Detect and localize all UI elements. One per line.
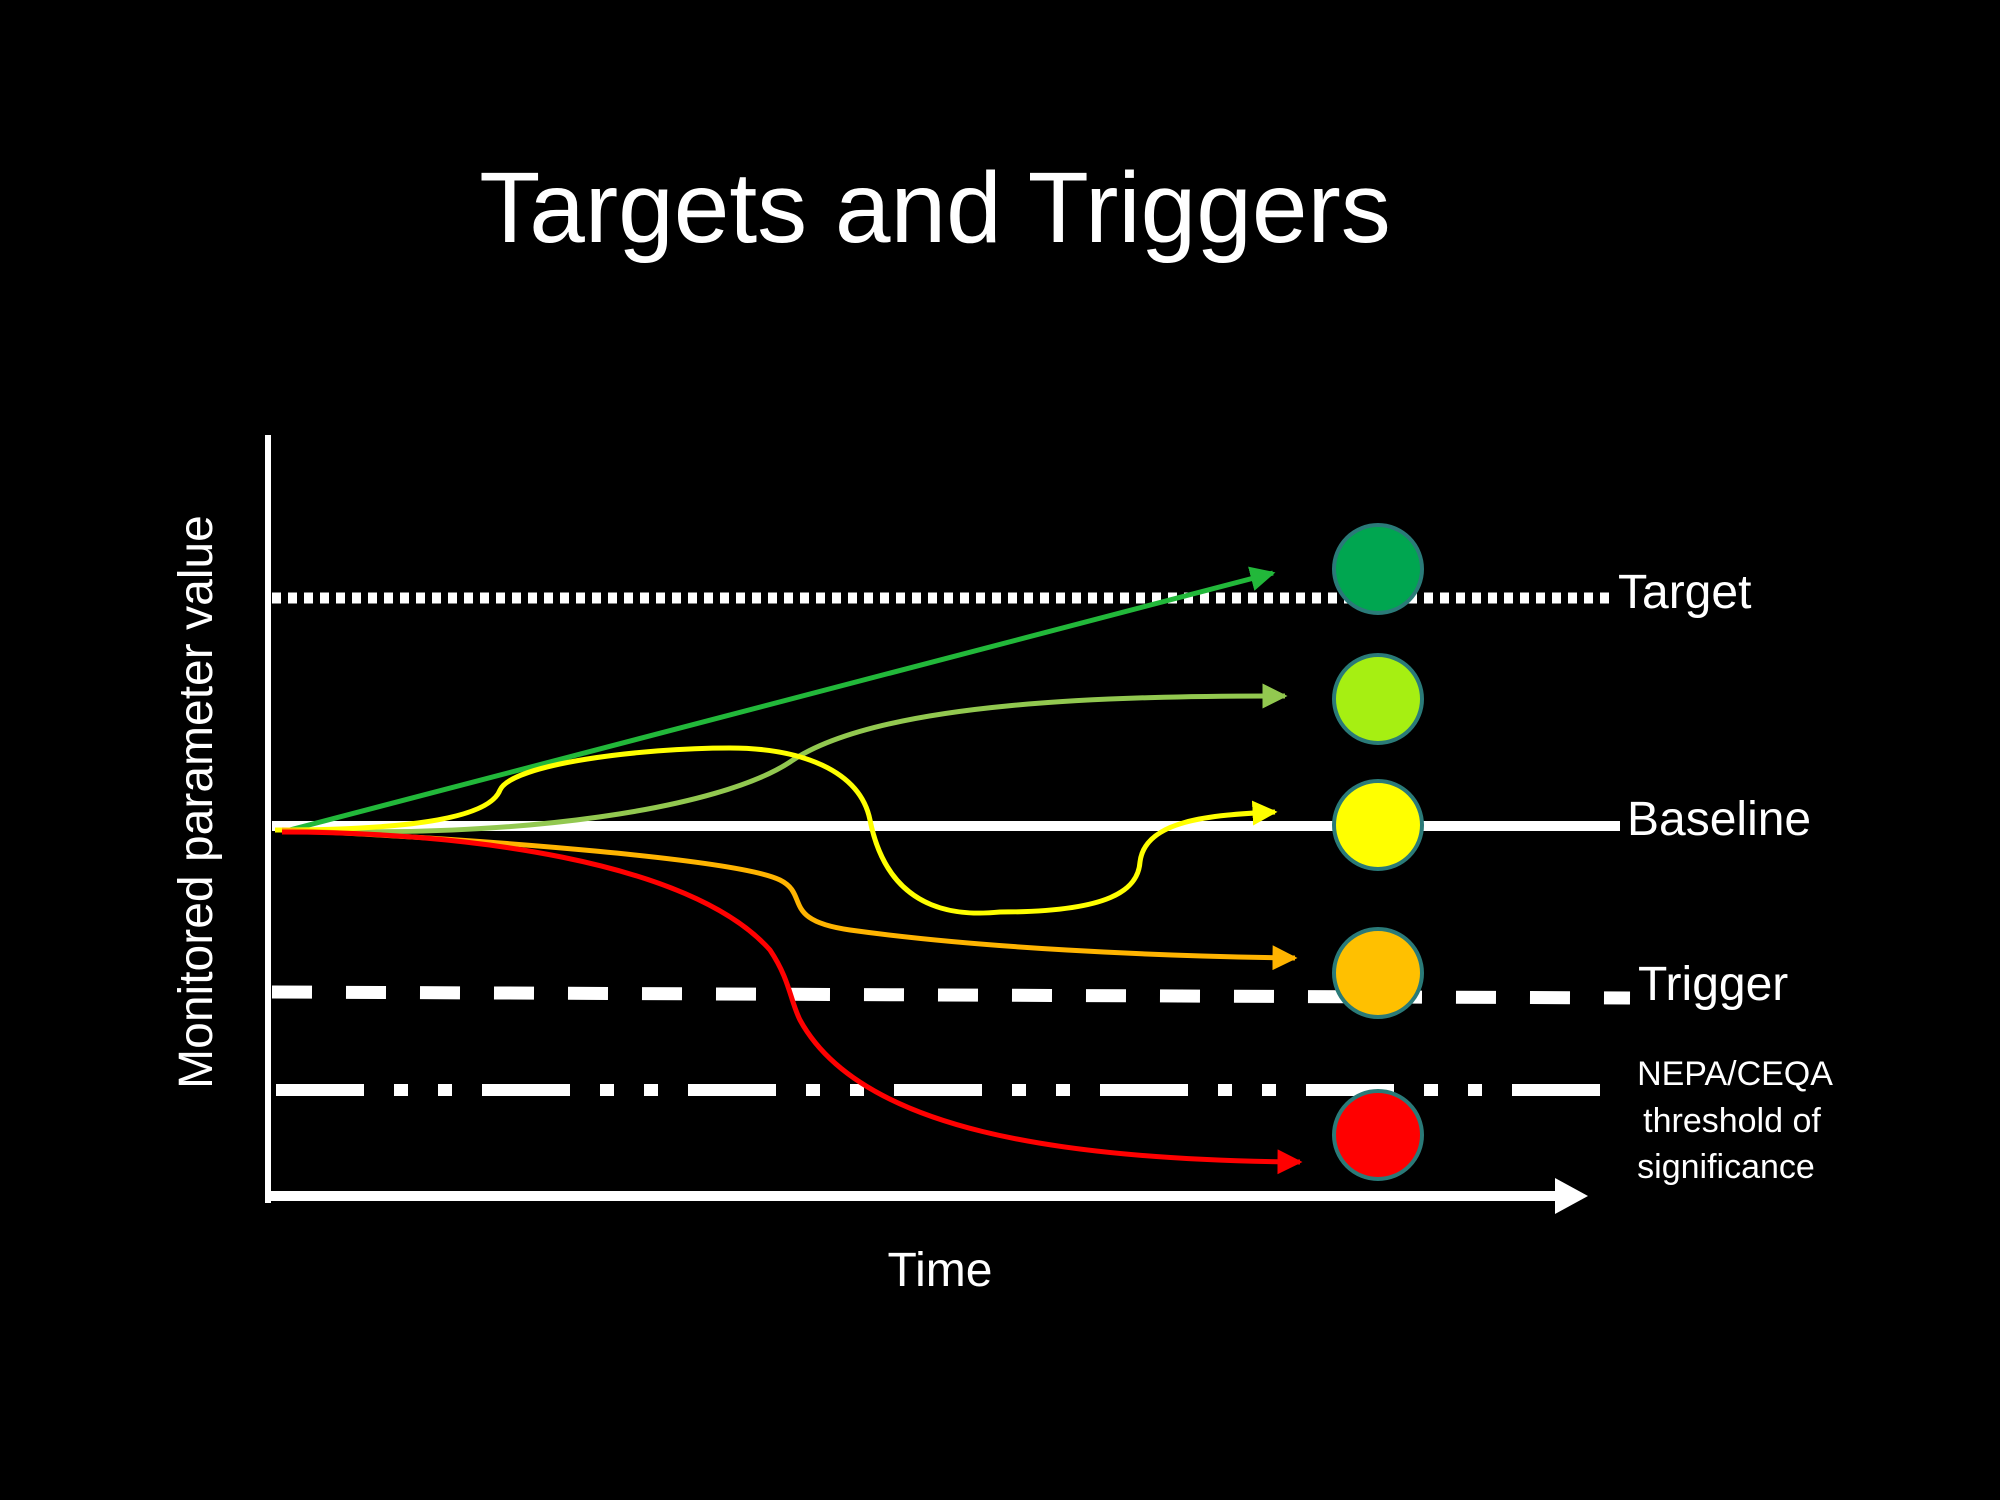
trajectory-red xyxy=(281,829,1303,1175)
status-circle-dark-green xyxy=(1332,523,1424,615)
trajectory-light-green xyxy=(281,683,1288,835)
slide-title: Targets and Triggers xyxy=(479,152,1391,264)
trajectory-dark-green xyxy=(281,566,1276,835)
trigger-line xyxy=(271,985,1631,1005)
threshold-label-line-2: threshold of xyxy=(1643,1102,1821,1140)
x-axis-arrowhead xyxy=(1555,1178,1588,1214)
x-axis-label: Time xyxy=(888,1244,993,1297)
threshold-label-line-1: NEPA/CEQA xyxy=(1637,1055,1833,1093)
y-axis-label: Monitored parameter value xyxy=(170,515,223,1089)
trajectory-yellow xyxy=(274,745,1278,916)
status-circle-yellow xyxy=(1332,779,1424,871)
status-circle-red xyxy=(1332,1089,1424,1181)
target-label: Target xyxy=(1618,566,1751,619)
baseline-label: Baseline xyxy=(1627,793,1811,846)
threshold-label-line-3: significance xyxy=(1637,1148,1815,1186)
trajectory-orange xyxy=(281,827,1298,971)
status-circle-light-green xyxy=(1332,653,1424,745)
status-circle-orange xyxy=(1332,927,1424,1019)
trigger-label: Trigger xyxy=(1638,958,1788,1011)
